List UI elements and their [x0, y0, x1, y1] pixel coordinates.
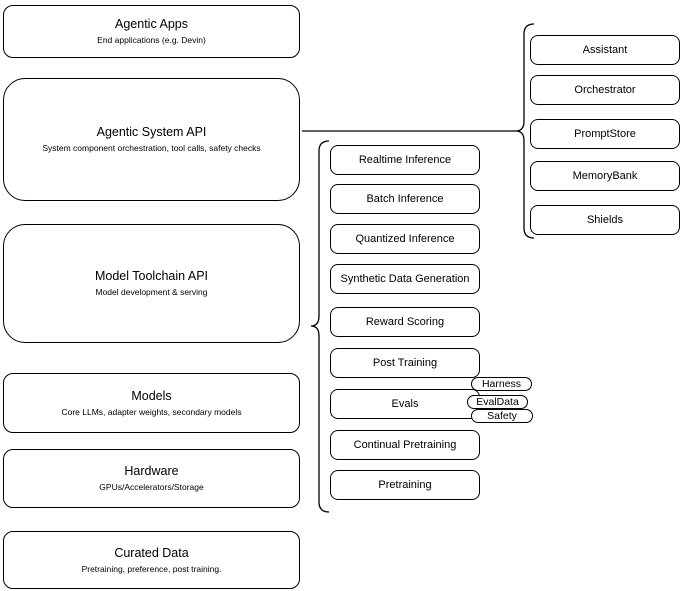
node-label: Batch Inference	[366, 193, 444, 205]
node-label: Synthetic Data Generation	[340, 273, 470, 285]
node-label: Continual Pretraining	[353, 439, 457, 451]
node-label: Evals	[391, 398, 419, 410]
node-pretraining: Pretraining	[330, 470, 480, 500]
node-realtime-inference: Realtime Inference	[330, 145, 480, 175]
layer-hardware: Hardware GPUs/Accelerators/Storage	[3, 449, 300, 508]
node-quantized-inference: Quantized Inference	[330, 224, 480, 254]
node-label: Reward Scoring	[365, 316, 445, 328]
node-memorybank: MemoryBank	[530, 161, 680, 191]
layer-title: Models	[131, 388, 172, 403]
node-label: Pretraining	[378, 479, 432, 491]
layer-subtitle: Core LLMs, adapter weights, secondary mo…	[61, 406, 242, 417]
layer-title: Agentic Apps	[115, 17, 188, 31]
pill-harness: Harness	[471, 377, 532, 391]
node-label: MemoryBank	[572, 170, 638, 182]
layer-curated-data: Curated Data Pretraining, preference, po…	[3, 531, 300, 589]
layer-title: Curated Data	[114, 545, 189, 560]
node-label: Quantized Inference	[355, 233, 455, 245]
node-label: Assistant	[582, 44, 628, 56]
node-evals: Evals	[330, 389, 480, 419]
pill-label: Safety	[487, 410, 517, 422]
node-shields: Shields	[530, 205, 680, 235]
node-synthetic-data-generation: Synthetic Data Generation	[330, 264, 480, 294]
node-promptstore: PromptStore	[530, 119, 680, 149]
node-label: Realtime Inference	[358, 154, 452, 166]
node-post-training: Post Training	[330, 348, 480, 378]
layer-subtitle: GPUs/Accelerators/Storage	[99, 482, 204, 492]
pill-evaldata: EvalData	[467, 395, 528, 409]
toolchain-brace	[310, 140, 330, 513]
node-label: Orchestrator	[574, 84, 636, 96]
pill-label: Harness	[481, 378, 522, 390]
node-assistant: Assistant	[530, 35, 680, 65]
layer-agentic-apps: Agentic Apps End applications (e.g. Devi…	[3, 5, 300, 58]
layer-model-toolchain-api: Model Toolchain API Model development & …	[3, 224, 300, 343]
layer-title: Agentic System API	[96, 125, 207, 139]
node-label: PromptStore	[574, 128, 636, 140]
node-label: Post Training	[372, 357, 438, 369]
layer-title: Model Toolchain API	[94, 269, 209, 283]
node-label: Shields	[586, 214, 624, 226]
node-reward-scoring: Reward Scoring	[330, 307, 480, 337]
layer-title: Hardware	[124, 464, 179, 478]
node-orchestrator: Orchestrator	[530, 75, 680, 105]
layer-subtitle: Pretraining, preference, post training.	[81, 563, 222, 574]
layer-subtitle: End applications (e.g. Devin)	[97, 35, 206, 45]
layer-models: Models Core LLMs, adapter weights, secon…	[3, 373, 300, 433]
pill-safety: Safety	[471, 409, 533, 423]
pill-label: EvalData	[476, 396, 519, 408]
layer-subtitle: Model development & serving	[95, 287, 208, 297]
layer-agentic-system-api: Agentic System API System component orch…	[3, 78, 300, 201]
node-continual-pretraining: Continual Pretraining	[330, 430, 480, 460]
layer-subtitle: System component orchestration, tool cal…	[42, 143, 261, 153]
node-batch-inference: Batch Inference	[330, 184, 480, 214]
